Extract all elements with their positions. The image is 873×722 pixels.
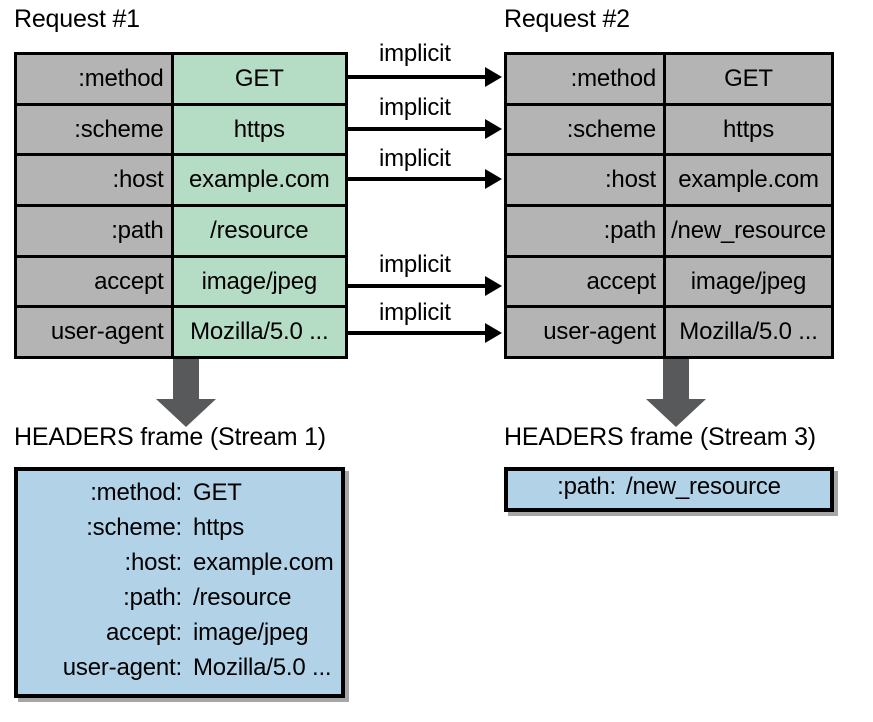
implicit-label: implicit <box>379 40 451 67</box>
header-name-cell: :method <box>17 55 174 103</box>
header-name-cell: :path <box>507 207 666 255</box>
implicit-label: implicit <box>379 94 451 121</box>
down-arrow-to-frame-2-icon <box>646 359 706 427</box>
table-row: :host example.com <box>507 156 831 208</box>
implicit-arrow-accept-icon <box>348 276 502 296</box>
header-name-cell: user-agent <box>17 308 174 357</box>
header-key: accept: <box>106 619 182 646</box>
down-arrow-to-frame-1-icon <box>156 359 216 427</box>
header-name-cell: accept <box>507 257 666 306</box>
table-row: :scheme https <box>17 105 345 157</box>
request1-title: Request #1 <box>14 5 140 33</box>
list-item: :path: /resource <box>18 583 341 618</box>
table-row: :method GET <box>17 55 345 106</box>
header-value: GET <box>193 479 242 506</box>
header-key: :method: <box>90 479 182 506</box>
implicit-arrow-scheme-icon <box>348 119 502 139</box>
header-list: :method: GET :scheme: https :host: examp… <box>18 471 341 688</box>
header-value: Mozilla/5.0 ... <box>193 654 332 681</box>
header-value-cell: image/jpeg <box>666 257 831 306</box>
header-value-cell: Mozilla/5.0 ... <box>173 308 345 357</box>
header-name-cell: :scheme <box>507 105 666 154</box>
table-row: user-agent Mozilla/5.0 ... <box>17 308 345 357</box>
header-value-cell: /new_resource <box>666 207 831 255</box>
header-name-cell: :path <box>17 207 174 255</box>
implicit-label: implicit <box>379 145 451 172</box>
header-value-cell: example.com <box>173 156 345 205</box>
table-row: :method GET <box>507 55 831 106</box>
header-value-cell: GET <box>666 55 831 103</box>
header-value-cell: GET <box>173 55 345 103</box>
list-item: user-agent: Mozilla/5.0 ... <box>18 653 341 688</box>
implicit-arrow-method-icon <box>348 67 502 87</box>
header-value-cell: Mozilla/5.0 ... <box>666 308 831 357</box>
header-name-cell: :scheme <box>17 105 174 154</box>
header-name-cell: :host <box>17 156 174 205</box>
header-value-cell: https <box>666 105 831 154</box>
headers-frame-2-title: HEADERS frame (Stream 3) <box>504 423 816 451</box>
header-key: :scheme: <box>86 514 182 541</box>
list-item: accept: image/jpeg <box>18 618 341 653</box>
list-item: :scheme: https <box>18 513 341 548</box>
header-value-cell: image/jpeg <box>173 257 345 306</box>
header-name-cell: :host <box>507 156 666 205</box>
table-row: user-agent Mozilla/5.0 ... <box>507 308 831 357</box>
table-row: accept image/jpeg <box>17 257 345 309</box>
header-value: /resource <box>193 584 292 611</box>
header-value-cell: /resource <box>173 207 345 255</box>
header-key: :path: <box>557 473 617 500</box>
list-item: :host: example.com <box>18 548 341 583</box>
list-item: :method: GET <box>18 478 341 513</box>
table-row: accept image/jpeg <box>507 257 831 309</box>
header-value-cell: example.com <box>666 156 831 205</box>
headers-frame-1-box: :method: GET :scheme: https :host: examp… <box>14 467 345 698</box>
implicit-arrow-host-icon <box>348 169 502 189</box>
table-row: :host example.com <box>17 156 345 208</box>
header-name-cell: user-agent <box>507 308 666 357</box>
request2-title: Request #2 <box>504 5 630 33</box>
implicit-label: implicit <box>379 299 451 326</box>
headers-frame-2-box: :path: /new_resource <box>504 467 834 512</box>
implicit-label: implicit <box>379 251 451 278</box>
table-row: :scheme https <box>507 105 831 157</box>
header-key: :host: <box>124 549 183 576</box>
header-name-cell: accept <box>17 257 174 306</box>
list-item: :path: /new_resource <box>508 471 830 509</box>
header-value-cell: https <box>173 105 345 154</box>
header-key: :path: <box>123 584 182 611</box>
header-name-cell: :method <box>507 55 666 103</box>
table-row: :path /resource <box>17 207 345 258</box>
request2-header-table: :method GET :scheme https :host example.… <box>504 52 834 359</box>
header-value: example.com <box>193 549 334 576</box>
header-value: image/jpeg <box>193 619 309 646</box>
header-value: /new_resource <box>626 473 781 500</box>
headers-frame-1-title: HEADERS frame (Stream 1) <box>14 423 326 451</box>
request1-header-table: :method GET :scheme https :host example.… <box>14 52 348 359</box>
implicit-arrow-user-agent-icon <box>348 323 502 343</box>
header-key: user-agent: <box>62 654 182 681</box>
table-row-changed: :path /new_resource <box>507 207 831 258</box>
header-value: https <box>193 514 245 541</box>
header-list: :path: /new_resource <box>508 471 830 509</box>
